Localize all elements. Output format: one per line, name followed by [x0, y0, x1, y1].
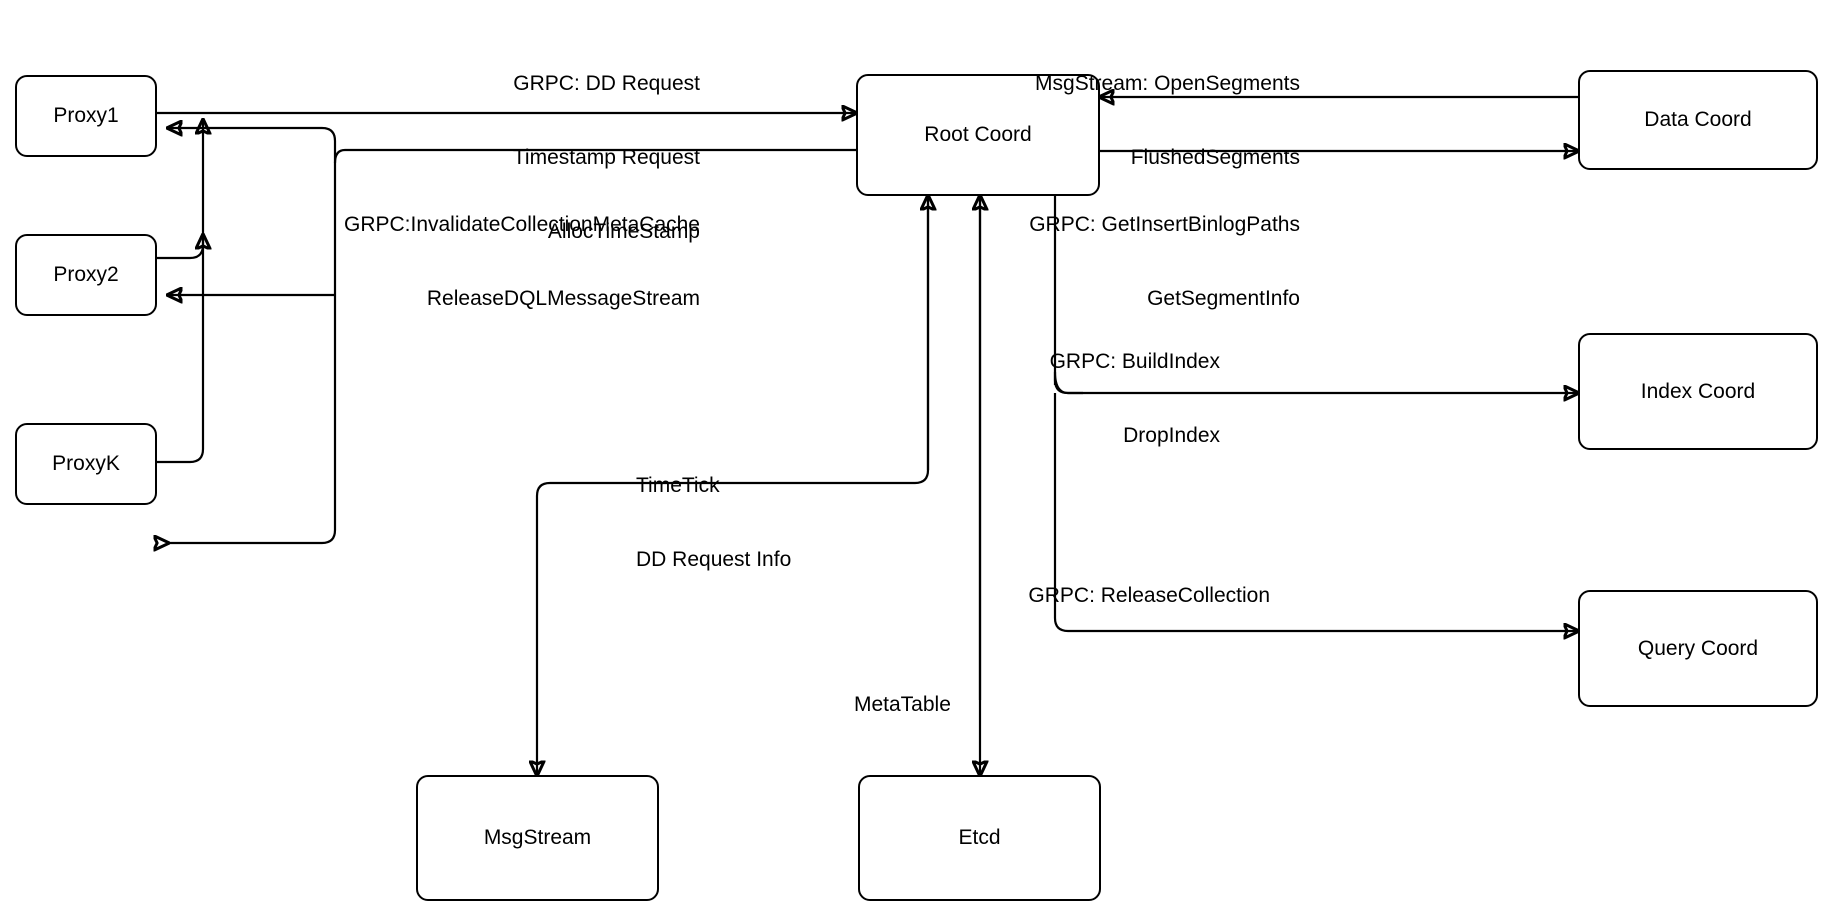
node-root-coord[interactable]: Root Coord [856, 74, 1100, 196]
wire-rootcoord-to-msgstream [537, 196, 930, 775]
edge-label-line: TimeTick [636, 473, 720, 497]
edge-label-line: ReleaseDQLMessageStream [426, 286, 700, 310]
node-query-coord-label: Query Coord [1637, 636, 1759, 660]
node-proxy2[interactable]: Proxy2 [15, 234, 157, 316]
wire-rootcoord-proxy-bus-drop [168, 148, 346, 545]
edge-label-line: GRPC: GetInsertBinlogPaths [1029, 212, 1300, 236]
wire-bus-to-indexcoord [1053, 370, 1578, 393]
edge-label-line: DD Request Info [636, 547, 792, 571]
edge-label-datacoord-to-rootcoord: MsgStream: OpenSegments FlushedSegments [880, 22, 1300, 220]
node-proxy2-label: Proxy2 [53, 263, 119, 287]
edge-label-line: GRPC: ReleaseCollection [1028, 583, 1270, 607]
edge-label-rootcoord-to-etcd: MetaTable [854, 643, 1054, 767]
wire-rootcoord-right-bus-lower [1053, 393, 1578, 631]
wire-proxy2-to-trunk [157, 235, 203, 260]
edge-label-line: GRPC:InvalidateCollectionMetaCache [343, 212, 700, 236]
node-proxy1-label: Proxy1 [53, 104, 119, 128]
edge-label-line: GRPC: DD Request [513, 71, 700, 95]
node-root-coord-label: Root Coord [924, 123, 1032, 147]
edge-label-rootcoord-to-querycoord: GRPC: ReleaseCollection [920, 534, 1270, 658]
node-msgstream-label: MsgStream [483, 826, 592, 850]
edge-label-rootcoord-to-proxy: GRPC:InvalidateCollectionMetaCache Relea… [250, 163, 700, 361]
edge-label-line: FlushedSegments [1130, 145, 1300, 169]
node-query-coord[interactable]: Query Coord [1578, 590, 1818, 707]
wire-bus-to-proxy1 [168, 128, 337, 163]
edge-label-line: GetSegmentInfo [1147, 286, 1300, 310]
edge-label-line: Timestamp Request [512, 145, 700, 169]
edge-label-line: DropIndex [1123, 423, 1220, 447]
edge-label-proxy-to-rootcoord: GRPC: DD Request Timestamp Request Alloc… [280, 22, 700, 294]
node-msgstream[interactable]: MsgStream [416, 775, 659, 901]
node-data-coord[interactable]: Data Coord [1578, 70, 1818, 170]
node-proxyk-label: ProxyK [52, 452, 120, 476]
edge-label-rootcoord-to-msgstream: TimeTick DD Request Info [636, 424, 966, 622]
edge-label-line: MsgStream: OpenSegments [1035, 71, 1300, 95]
node-etcd-label: Etcd [958, 826, 1001, 850]
edge-label-line: GRPC: BuildIndex [1049, 349, 1220, 373]
edge-label-line: MetaTable [854, 692, 951, 716]
node-etcd[interactable]: Etcd [858, 775, 1101, 901]
node-data-coord-label: Data Coord [1644, 108, 1752, 132]
edge-label-line: AllocTimeStamp [547, 220, 700, 244]
edge-label-rootcoord-to-indexcoord: GRPC: BuildIndex DropIndex [930, 300, 1220, 498]
node-index-coord[interactable]: Index Coord [1578, 333, 1818, 450]
node-proxyk[interactable]: ProxyK [15, 423, 157, 505]
wire-proxyk-to-trunk [157, 120, 203, 464]
node-proxy1[interactable]: Proxy1 [15, 75, 157, 157]
edge-label-rootcoord-to-datacoord: GRPC: GetInsertBinlogPaths GetSegmentInf… [880, 163, 1300, 361]
node-index-coord-label: Index Coord [1640, 379, 1756, 403]
